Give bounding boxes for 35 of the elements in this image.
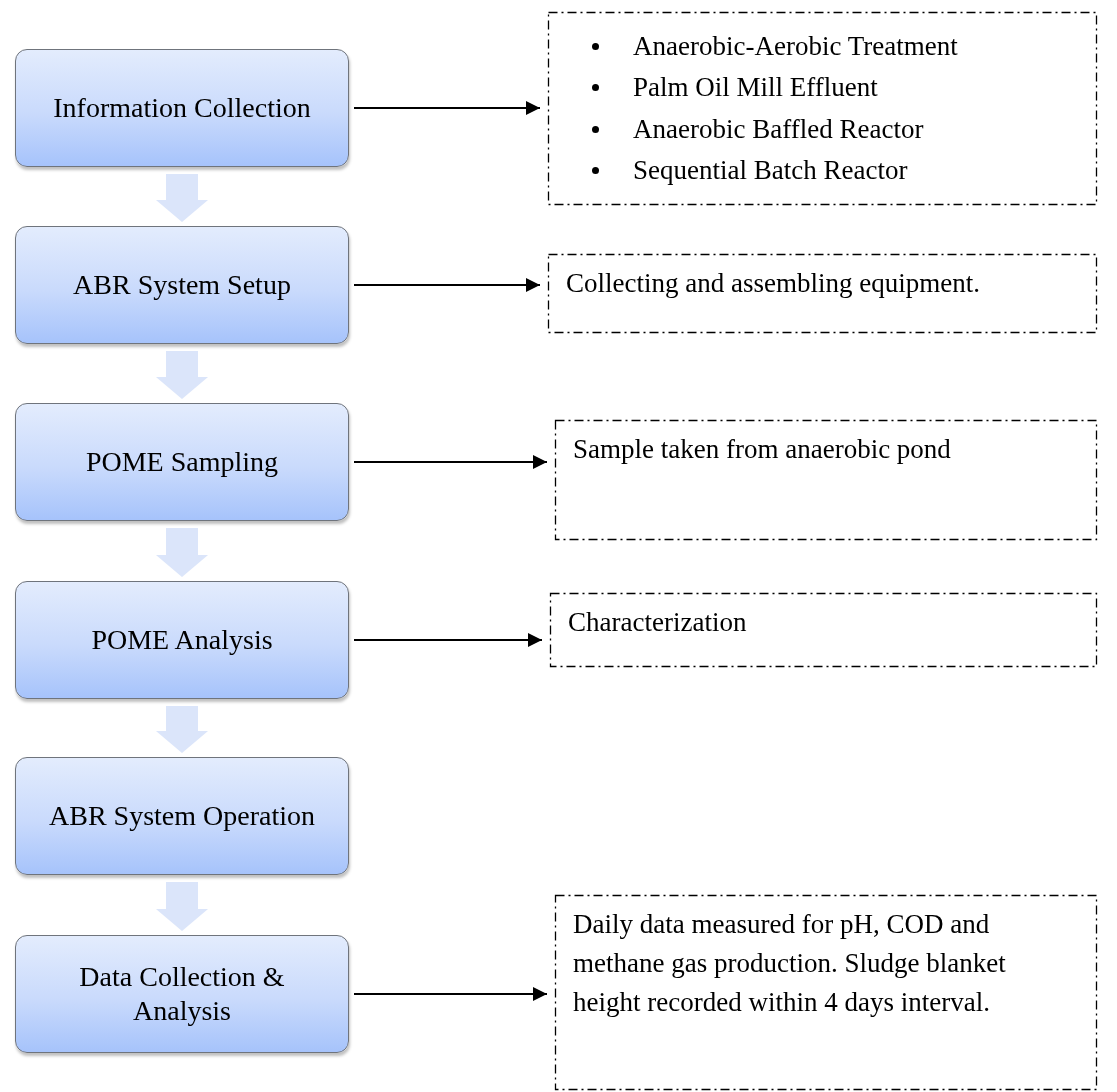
block-arrow <box>156 882 208 931</box>
arrow <box>353 101 541 115</box>
note-text: Characterization <box>568 606 748 639</box>
bullet-item: Sequential Batch Reactor <box>633 153 908 187</box>
block-arrow <box>156 174 208 222</box>
block-arrow <box>156 351 208 399</box>
step-label: POME Analysis <box>91 623 273 657</box>
note-text: Collecting and assembling equipment. <box>566 267 981 300</box>
note-box <box>548 12 1097 205</box>
block-arrow <box>156 528 208 577</box>
process-box <box>15 403 349 521</box>
process-box <box>15 935 349 1053</box>
process-box <box>15 757 349 875</box>
arrow <box>353 455 548 469</box>
step-label: Information Collection <box>53 91 311 125</box>
note-box <box>550 593 1097 667</box>
arrow <box>353 633 543 647</box>
bullet-item: Anaerobic-Aerobic Treatment <box>633 30 958 64</box>
block-arrow <box>156 706 208 753</box>
step-label: Data Collection & Analysis <box>78 960 286 1028</box>
step-label: ABR System Operation <box>49 799 315 833</box>
process-box <box>15 226 349 344</box>
process-box <box>15 581 349 699</box>
arrow <box>353 987 548 1001</box>
process-box <box>15 49 349 167</box>
bullet-item: Palm Oil Mill Effluent <box>633 71 878 105</box>
arrow <box>353 278 541 292</box>
note-text: Daily data measured for pH, COD and methane gas production. Sludge blanket height recorded within 4 days interval. <box>573 908 1007 1020</box>
note-box <box>555 895 1097 1090</box>
step-label: ABR System Setup <box>73 268 291 302</box>
note-box <box>555 420 1097 540</box>
step-label: POME Sampling <box>85 445 279 479</box>
bullet-item: Anaerobic Baffled Reactor <box>633 112 924 146</box>
note-box <box>548 254 1097 333</box>
note-text: Sample taken from anaerobic pond <box>573 433 952 466</box>
